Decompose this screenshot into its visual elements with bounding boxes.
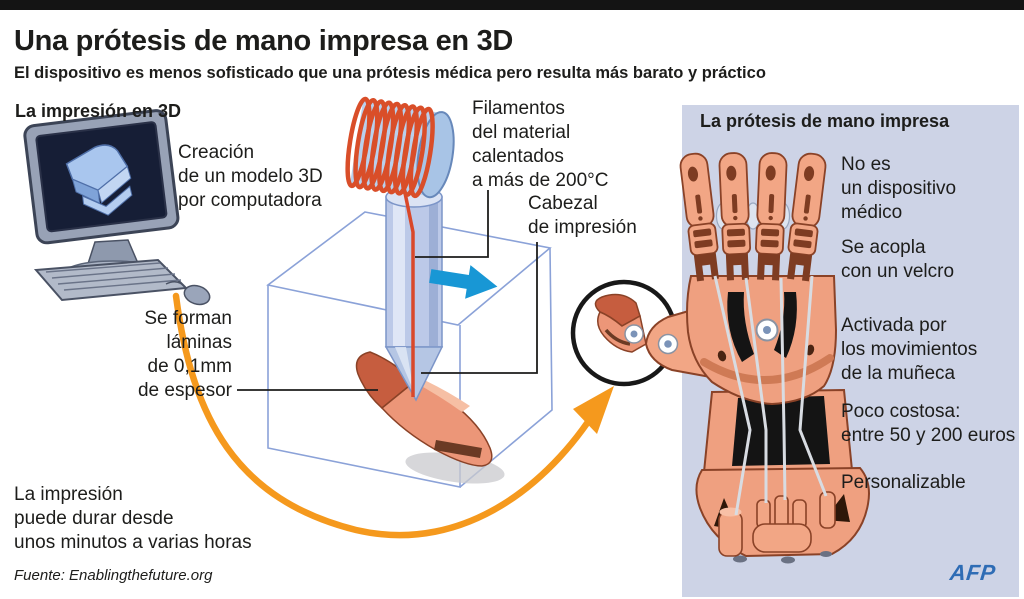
- process-arrowhead-icon: [573, 386, 614, 434]
- printing-section-heading: La impresión en 3D: [15, 101, 182, 121]
- page-title: Una prótesis de mano impresa en 3D: [14, 25, 514, 57]
- finger: [679, 152, 719, 282]
- direction-arrow-icon: [429, 265, 498, 299]
- prosthetic-hand-illustration: [679, 152, 870, 564]
- feature-not-medical: No es un dispositivo médico: [841, 154, 957, 223]
- filament-caption: Filamentos del material calentados a más…: [472, 98, 609, 191]
- process-arrow: [172, 292, 614, 539]
- top-bar: [0, 0, 1024, 10]
- feature-low-cost: Poco costosa: entre 50 y 200 euros: [841, 401, 1016, 446]
- monitor-icon: [23, 109, 180, 245]
- printhead-caption: Cabezal de impresión: [528, 193, 637, 238]
- joint-pin-icon: [755, 318, 779, 342]
- keyboard-icon: [33, 258, 189, 302]
- 3d-model-icon: [65, 144, 133, 216]
- duration-caption: La impresión puede durar desde unos minu…: [14, 484, 252, 553]
- page-subtitle: El dispositivo es menos sofisticado que …: [14, 64, 766, 82]
- feature-wrist-activated: Activada por los movimientos de la muñec…: [841, 315, 978, 384]
- feature-velcro: Se acopla con un velcro: [841, 237, 955, 282]
- layers-caption: Se forman láminas de 0,1mm de espesor: [137, 308, 232, 401]
- computer-caption: Creación de un modelo 3D por computadora: [178, 142, 323, 211]
- computer-illustration: [23, 109, 211, 306]
- afp-logo: AFP: [948, 560, 997, 585]
- filament-thread: [402, 187, 415, 397]
- joint-pin-icon: [624, 324, 679, 355]
- tension-pegs: [718, 491, 836, 557]
- tension-strings: [713, 275, 828, 516]
- printed-part: [355, 351, 505, 484]
- finger: [787, 152, 827, 282]
- finger: [718, 152, 751, 281]
- mouse-icon: [165, 281, 211, 306]
- source-credit: Fuente: Enablingthefuture.org: [14, 567, 213, 584]
- filament-spool-icon: [345, 96, 455, 199]
- finger: [755, 152, 788, 281]
- prosthesis-panel-heading: La prótesis de mano impresa: [700, 111, 950, 131]
- leader-lines: [237, 190, 538, 391]
- feature-customizable: Personalizable: [841, 472, 966, 493]
